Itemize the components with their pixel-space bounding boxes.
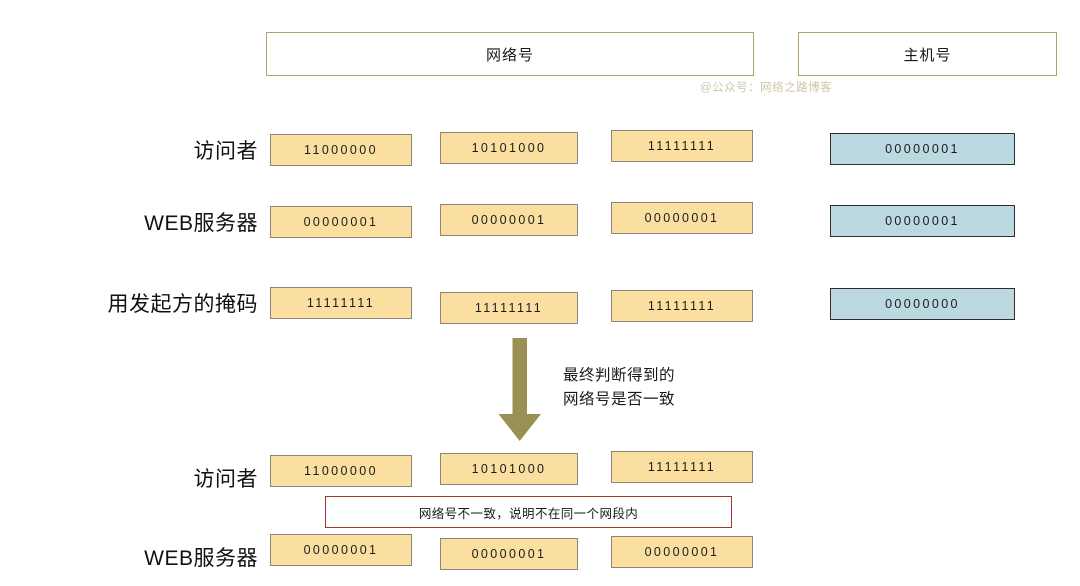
host-portion-header-box: 主机号 <box>798 32 1057 76</box>
network-portion-header-label: 网络号 <box>485 46 534 64</box>
octet-cell: 11000000 <box>270 455 412 487</box>
octet-cell: 10101000 <box>440 132 578 164</box>
arrow-caption: 最终判断得到的 网络号是否一致 <box>563 364 675 412</box>
host-portion-header-label: 主机号 <box>903 46 952 64</box>
host-octet-cell: 00000001 <box>830 133 1015 165</box>
arrow-caption-line-1: 最终判断得到的 <box>563 367 676 384</box>
octet-cell: 00000001 <box>611 536 753 568</box>
octet-cell: 11111111 <box>611 130 753 162</box>
row-label-web-server-top: WEB服务器 <box>144 212 258 235</box>
octet-cell: 00000001 <box>440 204 578 236</box>
octet-cell: 11111111 <box>270 287 412 319</box>
octet-cell: 11111111 <box>440 292 578 324</box>
octet-cell: 11000000 <box>270 134 412 166</box>
conclusion-callout-text: 网络号不一致，说明不在同一个网段内 <box>418 506 639 521</box>
arrow-caption-line-2: 网络号是否一致 <box>563 391 676 408</box>
row-label-initiator-mask: 用发起方的掩码 <box>107 293 258 316</box>
down-arrow-icon <box>495 338 545 447</box>
row-label-visitor-bottom: 访问者 <box>193 468 258 491</box>
watermark-text: @公众号：网络之路博客 <box>700 82 833 94</box>
octet-cell: 00000001 <box>440 538 578 570</box>
row-label-web-server-bottom: WEB服务器 <box>144 547 258 570</box>
octet-cell: 00000001 <box>611 202 753 234</box>
octet-cell: 10101000 <box>440 453 578 485</box>
octet-cell: 00000001 <box>270 534 412 566</box>
octet-cell: 11111111 <box>611 290 753 322</box>
conclusion-callout: 网络号不一致，说明不在同一个网段内 <box>325 496 732 528</box>
network-portion-header-box: 网络号 <box>266 32 754 76</box>
row-label-visitor-top: 访问者 <box>193 140 258 163</box>
octet-cell: 00000001 <box>270 206 412 238</box>
host-octet-cell: 00000001 <box>830 205 1015 237</box>
host-octet-cell: 00000000 <box>830 288 1015 320</box>
octet-cell: 11111111 <box>611 451 753 483</box>
